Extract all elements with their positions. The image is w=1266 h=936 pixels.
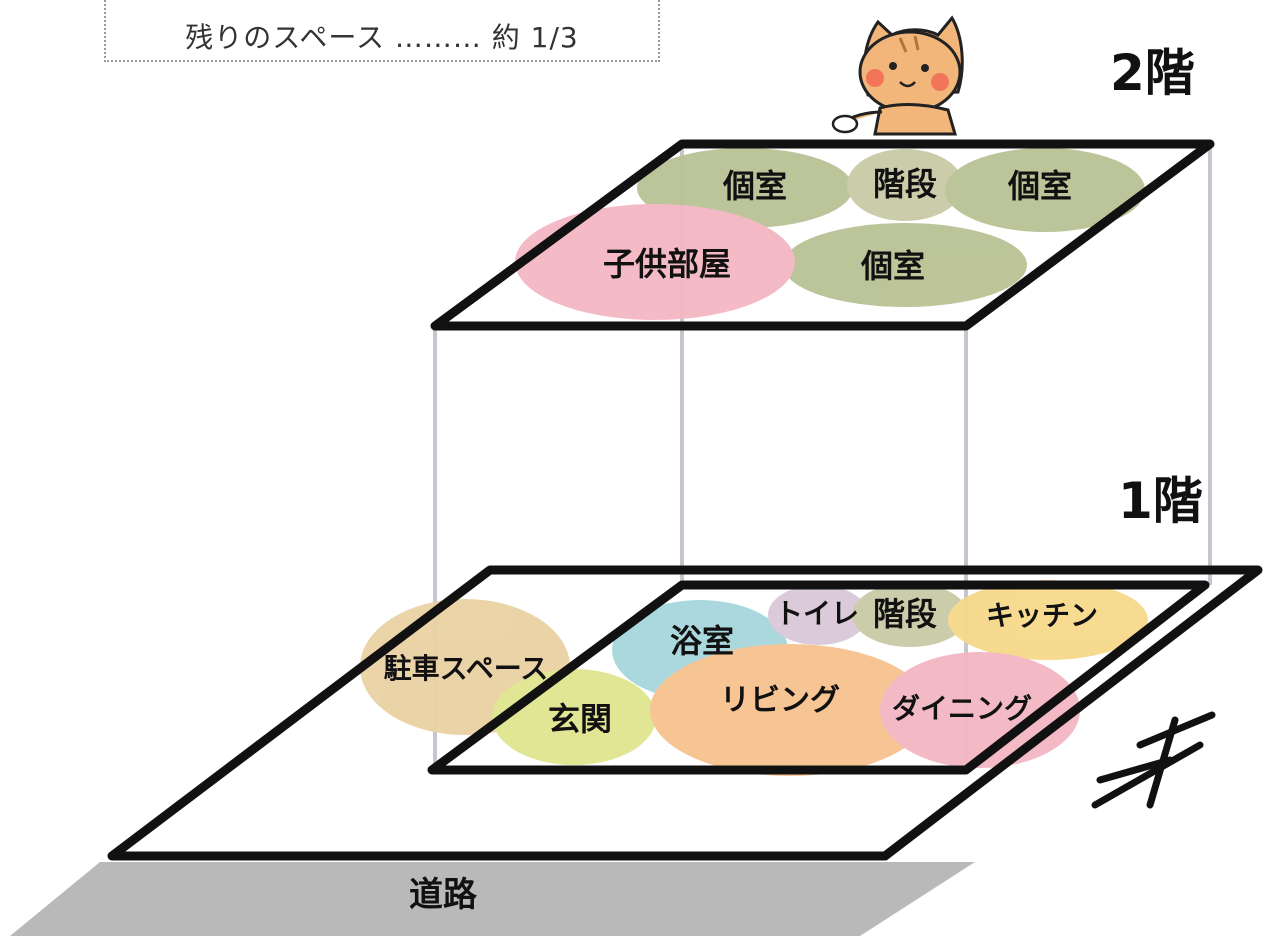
second-floor-outline: [430, 139, 1215, 331]
room-label-entrance: 玄関: [548, 700, 612, 738]
room-label-2f-b: 個室: [1007, 167, 1072, 205]
road-label: 道路: [409, 875, 478, 915]
floor-label-2f-text: 2階: [1110, 44, 1195, 102]
lot-outline: [107, 565, 1263, 861]
floor-label-1f: 1階: [1104, 476, 1217, 526]
space-note-text: 残りのスペース ……… 約 1/3: [185, 21, 579, 54]
room-label-bath: 浴室: [670, 622, 734, 660]
second-floor-rooms: [515, 148, 1145, 320]
space-note-box: 残りのスペース ……… 約 1/3: [104, 0, 660, 62]
room-label-2f-a: 個室: [722, 167, 787, 205]
room-label-kitchen: キッチン: [986, 599, 1098, 632]
direction-mark: [1091, 711, 1216, 809]
floor-label-2f: 2階: [1096, 48, 1209, 98]
room-label-dining: ダイニング: [892, 692, 1032, 725]
room-label-living: リビング: [720, 683, 840, 718]
room-label-toilet: トイレ: [775, 597, 859, 630]
room-label-parking: 駐車スペース: [384, 652, 549, 685]
room-label-1f-stairs: 階段: [873, 595, 937, 633]
floor-label-1f-text: 1階: [1118, 472, 1203, 530]
cat-mascot-icon: [831, 15, 964, 136]
room-label-2f-c: 個室: [860, 247, 925, 285]
room-label-2f-stairs: 階段: [873, 165, 937, 203]
room-label-2f-kids: 子供部屋: [603, 245, 731, 283]
road-surface: [10, 862, 975, 936]
first-floor-outline: [427, 580, 1210, 775]
